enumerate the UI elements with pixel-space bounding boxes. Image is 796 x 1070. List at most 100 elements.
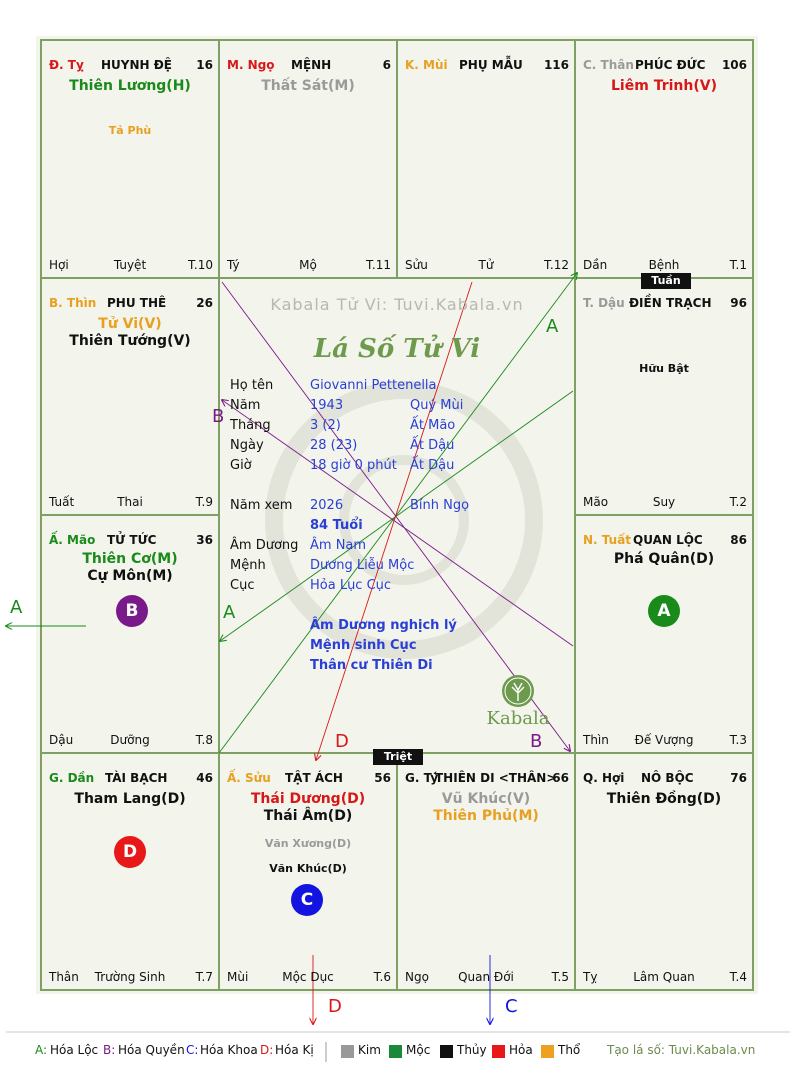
kabala-tree-icon (502, 675, 534, 707)
arrow-label-d: D (328, 996, 342, 1017)
center-watermark: Kabala Tử Vi: Tuvi.Kabala.vn (270, 295, 524, 314)
main-star: Cự Môn(M) (87, 568, 173, 584)
house-foot-left: Tý (227, 258, 240, 272)
element-label: Thủy (457, 1043, 487, 1057)
house-no-boc[interactable]: Q. Hợi NÔ BỘC 76 Thiên Đồng(D) Tỵ Lâm Qu… (575, 753, 753, 990)
house-name: PHỤ MẪU (459, 58, 523, 72)
house-branch: G. Dần (49, 771, 95, 785)
badge-b: B (116, 595, 148, 627)
arrow-label-a: A (546, 316, 559, 337)
house-branch: G. Tý (405, 771, 439, 785)
house-foot-right: T.7 (195, 970, 213, 984)
house-number: 6 (382, 58, 391, 72)
house-branch: C. Thân (583, 58, 634, 72)
house-foot-right: T.9 (195, 495, 213, 509)
house-number: 36 (196, 533, 213, 547)
info-value: Giovanni Pettenella (310, 378, 437, 393)
info-value: Dương Liễu Mộc (310, 558, 415, 573)
info-label: Họ tên (230, 378, 274, 393)
house-foot-right: T.1 (729, 258, 747, 272)
house-foot-left: Dần (583, 258, 608, 272)
house-foot-right: T.4 (729, 970, 747, 984)
house-foot-left: Sửu (405, 258, 428, 272)
house-foot-center: Mộ (299, 258, 317, 272)
house-thien-di[interactable]: G. Tý THIÊN DI <THÂN> 66 Vũ Khúc(V) Thiê… (397, 753, 575, 990)
house-tu-tuc[interactable]: Ấ. Mão TỬ TỨC 36 Thiên Cơ(M) Cự Môn(M) D… (41, 515, 219, 753)
info-label: Năm (230, 398, 261, 413)
element-label: Mộc (406, 1043, 431, 1057)
credit-text: Tạo lá số: Tuvi.Kabala.vn (607, 1043, 756, 1057)
house-phu-mau[interactable]: K. Mùi PHỤ MẪU 116 Sửu Tử T.12 (397, 40, 575, 278)
legend-key-d: D: (260, 1043, 274, 1057)
house-foot-center: Lâm Quan (633, 970, 695, 984)
house-name: HUYNH ĐỆ (101, 58, 172, 72)
house-tai-bach[interactable]: G. Dần TÀI BẠCH 46 Tham Lang(D) Thân Trư… (41, 753, 219, 990)
house-foot-center: Thai (117, 495, 143, 509)
element-swatch-hoa (492, 1045, 505, 1058)
info-value: 18 giờ 0 phút (310, 458, 397, 473)
info-extra: Quý Mùi (410, 398, 464, 413)
house-branch: M. Ngọ (227, 58, 275, 72)
info-label: Mệnh (230, 558, 266, 573)
house-menh[interactable]: M. Ngọ MỆNH 6 Thất Sát(M) Tý Mộ T.11 (219, 40, 397, 278)
house-name: TẬT ÁCH (285, 771, 343, 785)
info-value: 2026 (310, 498, 344, 513)
house-name: QUAN LỘC (633, 533, 703, 547)
house-phuc-duc[interactable]: C. Thân PHÚC ĐỨC 106 Liêm Trinh(V) Dần B… (575, 40, 753, 278)
house-foot-center: Mộc Dục (282, 970, 334, 984)
info-extra: Ất Dậu (410, 438, 455, 453)
legend-key-c: C: (186, 1043, 199, 1057)
house-branch: N. Tuất (583, 533, 632, 547)
house-number: 16 (196, 58, 213, 72)
house-name: THIÊN DI <THÂN> (435, 771, 557, 785)
minor-star: Văn Khúc(D) (269, 862, 347, 875)
info-value: Hỏa Lục Cục (310, 578, 392, 593)
house-name: PHÚC ĐỨC (635, 58, 706, 72)
house-number: 66 (552, 771, 569, 785)
main-star: Thất Sát(M) (261, 78, 355, 94)
house-foot-left: Mão (583, 495, 609, 509)
house-tat-ach[interactable]: Ấ. Sửu TẬT ÁCH 56 Thái Dương(D) Thái Âm(… (219, 753, 397, 990)
house-foot-center: Tử (478, 258, 494, 272)
info-label: Giờ (230, 458, 252, 473)
house-foot-left: Dậu (49, 733, 74, 747)
element-label: Kim (358, 1043, 381, 1057)
element-label: Thổ (558, 1043, 581, 1057)
info-value: 3 (2) (310, 418, 341, 433)
main-star: Vũ Khúc(V) (441, 791, 531, 807)
house-huynh-de[interactable]: Đ. Tỵ HUYNH ĐỆ 16 Thiên Lương(H) Tả Phù … (41, 40, 219, 278)
house-dien-trach[interactable]: T. Dậu ĐIỀN TRẠCH 96 Hữu Bật Mão Suy T.2 (575, 278, 753, 515)
info-note: Âm Dương nghịch lý (310, 618, 457, 633)
minor-star: Hữu Bật (639, 362, 689, 375)
minor-star: Tả Phù (108, 124, 152, 137)
house-foot-center: Suy (652, 495, 676, 509)
house-name: TỬ TỨC (107, 533, 157, 547)
house-foot-left: Mùi (227, 970, 249, 984)
house-branch: K. Mùi (405, 58, 448, 72)
house-quan-loc[interactable]: N. Tuất QUAN LỘC 86 Phá Quân(D) Thìn Đế … (575, 515, 753, 753)
info-extra: Ất Mão (410, 418, 456, 433)
arrow-label-c: C (505, 996, 518, 1017)
main-star: Phá Quân(D) (613, 551, 715, 567)
house-number: 96 (730, 296, 747, 310)
triet-tag: Triệt (373, 749, 423, 765)
main-star: Tham Lang(D) (74, 791, 186, 807)
house-foot-right: T.3 (729, 733, 747, 747)
element-swatch-tho (541, 1045, 554, 1058)
house-name: PHU THÊ (107, 296, 167, 310)
house-foot-right: T.11 (366, 258, 391, 272)
house-foot-left: Tuất (49, 495, 75, 509)
house-number: 116 (543, 58, 569, 72)
house-phu-the[interactable]: B. Thìn PHU THÊ 26 Tử Vi(V) Thiên Tướng(… (41, 278, 219, 515)
minor-star: Văn Xương(D) (264, 837, 352, 850)
main-star: Tử Vi(V) (98, 316, 162, 332)
legend-label-d: Hóa Kị (275, 1043, 314, 1057)
house-number: 76 (730, 771, 747, 785)
element-swatch-thuy (440, 1045, 453, 1058)
house-number: 86 (730, 533, 747, 547)
legend-label-b: Hóa Quyền (118, 1043, 185, 1057)
main-star: Thiên Lương(H) (69, 78, 191, 94)
house-foot-right: T.10 (188, 258, 213, 272)
house-foot-center: Tuyệt (113, 258, 147, 272)
house-name: TÀI BẠCH (105, 771, 168, 785)
